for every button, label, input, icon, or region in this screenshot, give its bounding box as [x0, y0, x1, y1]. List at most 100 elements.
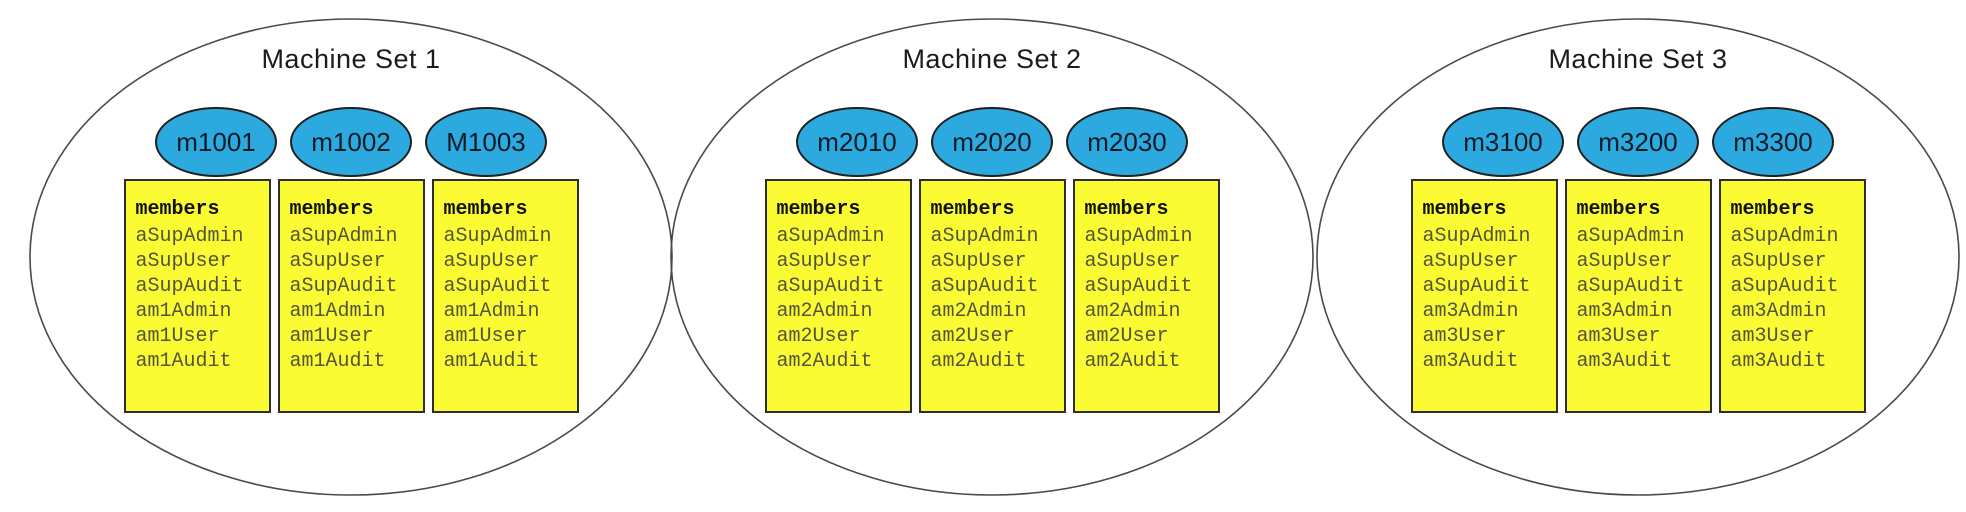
member-item: am2Admin — [1084, 300, 1181, 323]
member-item: am3Audit — [1422, 350, 1519, 373]
member-item: aSupAudit — [135, 275, 244, 298]
machine-name: m2030 — [1087, 126, 1167, 157]
member-item: am1User — [135, 325, 220, 348]
machine-node-m3100: m3100 — [1442, 107, 1564, 177]
member-item: am3Audit — [1730, 350, 1827, 373]
member-item: aSupUser — [1422, 250, 1519, 273]
machine-node-m2010: m2010 — [796, 107, 918, 177]
members-box-m3100: members aSupAdmin aSupUser aSupAudit am3… — [1410, 179, 1558, 413]
machine-node-m1003: M1003 — [425, 107, 547, 177]
member-item: aSupAdmin — [776, 225, 885, 248]
member-item: aSupAdmin — [443, 225, 552, 248]
members-header: members — [443, 198, 528, 221]
member-item: am2Audit — [776, 350, 873, 373]
set-boundary-ellipse — [1316, 18, 1960, 496]
member-item: am2User — [1084, 325, 1169, 348]
member-item: am2Audit — [1084, 350, 1181, 373]
member-item: am2Admin — [930, 300, 1027, 323]
machine-set-2: Machine Set 2 m2010 m2020 m2030 members … — [664, 0, 1320, 512]
member-item: aSupAudit — [776, 275, 885, 298]
member-item: am3User — [1422, 325, 1507, 348]
member-item: am2Audit — [930, 350, 1027, 373]
member-item: aSupUser — [776, 250, 873, 273]
member-item: am1User — [443, 325, 528, 348]
member-item: aSupAudit — [443, 275, 552, 298]
member-item: aSupUser — [930, 250, 1027, 273]
members-box-row: members aSupAdmin aSupUser aSupAudit am1… — [23, 179, 679, 413]
members-header: members — [1084, 198, 1169, 221]
member-item: aSupUser — [1084, 250, 1181, 273]
machine-node-m3200: m3200 — [1577, 107, 1699, 177]
member-item: aSupAdmin — [1576, 225, 1685, 248]
machine-node-m2030: m2030 — [1066, 107, 1188, 177]
members-box-m2030: members aSupAdmin aSupUser aSupAudit am2… — [1072, 179, 1220, 413]
machine-name: m3100 — [1463, 126, 1543, 157]
set-title: Machine Set 3 — [1548, 44, 1728, 74]
member-item: am3Admin — [1422, 300, 1519, 323]
member-item: am1Audit — [289, 350, 386, 373]
machine-node-m1002: m1002 — [290, 107, 412, 177]
machine-set-3: Machine Set 3 m3100 m3200 m3300 members … — [1310, 0, 1966, 512]
member-item: am1Audit — [443, 350, 540, 373]
member-item: am3Admin — [1576, 300, 1673, 323]
members-header: members — [1576, 198, 1661, 221]
member-item: aSupAudit — [1084, 275, 1193, 298]
member-item: am1User — [289, 325, 374, 348]
machine-name: M1003 — [446, 126, 526, 157]
member-item: am3Admin — [1730, 300, 1827, 323]
set-title: Machine Set 1 — [261, 44, 441, 74]
member-item: am2User — [930, 325, 1015, 348]
member-item: aSupAudit — [289, 275, 398, 298]
members-box-m1001: members aSupAdmin aSupUser aSupAudit am1… — [123, 179, 271, 413]
member-item: aSupUser — [443, 250, 540, 273]
machine-node-m3300: m3300 — [1712, 107, 1834, 177]
members-box-m3300: members aSupAdmin aSupUser aSupAudit am3… — [1718, 179, 1866, 413]
members-box-m1003: members aSupAdmin aSupUser aSupAudit am1… — [431, 179, 579, 413]
member-item: am2User — [776, 325, 861, 348]
member-item: aSupAdmin — [135, 225, 244, 248]
member-item: aSupUser — [1730, 250, 1827, 273]
member-item: aSupAdmin — [289, 225, 398, 248]
members-header: members — [1422, 198, 1507, 221]
members-box-m2010: members aSupAdmin aSupUser aSupAudit am2… — [764, 179, 912, 413]
machine-name: m2010 — [817, 126, 897, 157]
members-box-row: members aSupAdmin aSupUser aSupAudit am2… — [664, 179, 1320, 413]
member-item: am3User — [1730, 325, 1815, 348]
member-item: aSupAudit — [1730, 275, 1839, 298]
members-header: members — [1730, 198, 1815, 221]
member-item: am1Audit — [135, 350, 232, 373]
machine-node-m2020: m2020 — [931, 107, 1053, 177]
machine-oval-row: m1001 m1002 M1003 — [23, 107, 679, 177]
member-item: aSupAdmin — [1422, 225, 1531, 248]
member-item: am1Admin — [135, 300, 232, 323]
members-box-m2020: members aSupAdmin aSupUser aSupAudit am2… — [918, 179, 1066, 413]
member-item: aSupAdmin — [1084, 225, 1193, 248]
machine-name: m3300 — [1733, 126, 1813, 157]
machine-set-1: Machine Set 1 m1001 m1002 M1003 members … — [23, 0, 679, 512]
set-title: Machine Set 2 — [902, 44, 1082, 74]
member-item: am1Admin — [289, 300, 386, 323]
member-item: am3User — [1576, 325, 1661, 348]
machine-name: m1002 — [311, 126, 391, 157]
member-item: aSupAudit — [930, 275, 1039, 298]
machine-name: m1001 — [176, 126, 256, 157]
members-header: members — [135, 198, 220, 221]
set-boundary-ellipse — [670, 18, 1314, 496]
member-item: am1Admin — [443, 300, 540, 323]
members-box-row: members aSupAdmin aSupUser aSupAudit am3… — [1310, 179, 1966, 413]
machine-name: m3200 — [1598, 126, 1678, 157]
members-header: members — [289, 198, 374, 221]
member-item: am2Admin — [776, 300, 873, 323]
machine-oval-row: m2010 m2020 m2030 — [664, 107, 1320, 177]
set-boundary-ellipse — [29, 18, 673, 496]
member-item: aSupAudit — [1422, 275, 1531, 298]
member-item: aSupUser — [289, 250, 386, 273]
member-item: aSupUser — [1576, 250, 1673, 273]
members-box-m3200: members aSupAdmin aSupUser aSupAudit am3… — [1564, 179, 1712, 413]
member-item: am3Audit — [1576, 350, 1673, 373]
member-item: aSupAdmin — [930, 225, 1039, 248]
members-header: members — [776, 198, 861, 221]
machine-name: m2020 — [952, 126, 1032, 157]
machine-oval-row: m3100 m3200 m3300 — [1310, 107, 1966, 177]
